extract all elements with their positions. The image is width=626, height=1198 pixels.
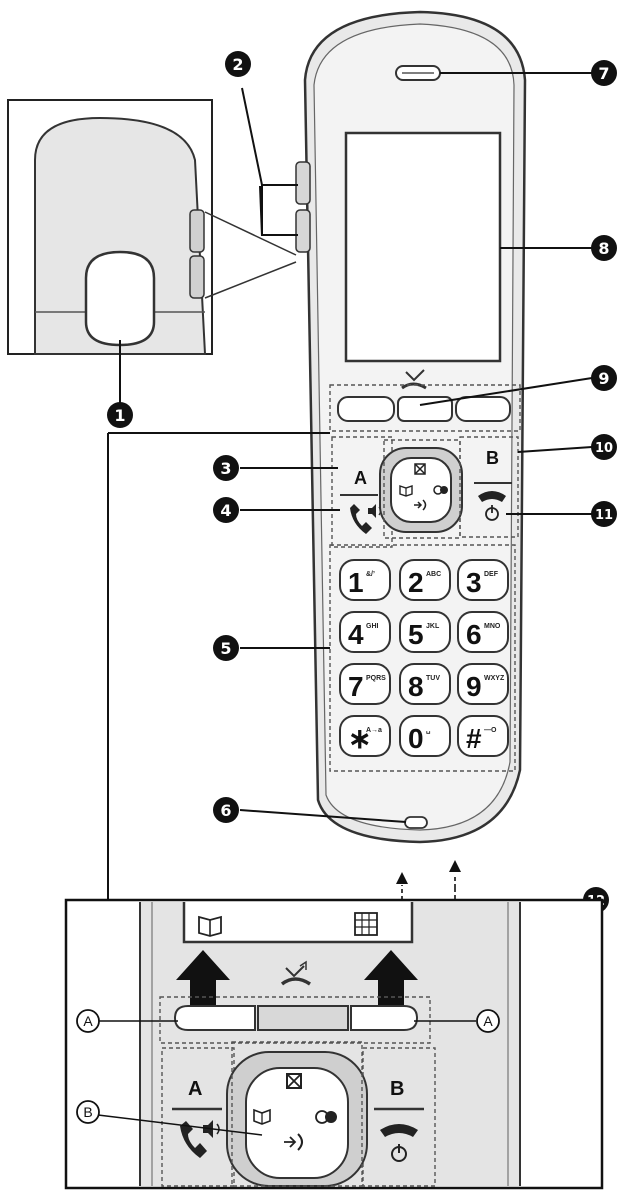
- handset-side-button-up: [295, 161, 311, 205]
- keypad-letters: DEF: [484, 571, 499, 578]
- callout-7: 7: [591, 60, 617, 86]
- zoom-inset: A B: [64, 898, 604, 1190]
- svg-text:4: 4: [220, 501, 231, 520]
- callout-1: 1: [107, 402, 133, 428]
- svg-text:7: 7: [598, 64, 609, 83]
- volume-icon: [414, 499, 427, 511]
- phonebook-icon: [198, 915, 222, 937]
- callout-8: 8: [591, 235, 617, 261]
- svg-text:3: 3: [220, 459, 231, 478]
- keypad-digit: 3: [466, 567, 482, 598]
- navigation-joystick: [379, 447, 463, 533]
- phonebook-icon: [399, 485, 413, 497]
- callout-6: 6: [213, 797, 239, 823]
- keypad-letters: —O: [484, 727, 497, 734]
- svg-text:6: 6: [220, 801, 231, 820]
- keypad-letters: GHI: [366, 623, 379, 630]
- svg-text:5: 5: [220, 639, 231, 658]
- off-power-icon: [380, 1124, 418, 1162]
- side-volume-up-button: [189, 209, 205, 253]
- phonebook-icon: [253, 1108, 271, 1125]
- keypad-digit: 6: [466, 619, 482, 650]
- keypad-digit: #: [466, 723, 482, 754]
- keypad-letters: ABC: [426, 571, 441, 578]
- soft-key-right: [455, 396, 511, 422]
- marker-b: B: [76, 1100, 100, 1124]
- call-log-icon: [433, 485, 448, 495]
- keypad-letters: A→a: [366, 727, 382, 734]
- redial-icon: [401, 369, 427, 390]
- keypad-key: 1&/’: [339, 559, 391, 601]
- mute-icon: [286, 1073, 302, 1089]
- display-screen: [344, 131, 502, 363]
- marker-a-left: A: [76, 1009, 100, 1033]
- svg-text:10: 10: [595, 441, 613, 456]
- keypad-letters: WXYZ: [484, 675, 505, 682]
- call-log-icon: [315, 1110, 337, 1124]
- leader-lines: [107, 72, 593, 900]
- callout-3: 3: [213, 455, 239, 481]
- microphone: [404, 816, 428, 829]
- callout-4: 4: [213, 497, 239, 523]
- keypad-letters: TUV: [426, 675, 440, 682]
- keypad-digit: 7: [348, 671, 364, 702]
- svg-text:A: A: [83, 1013, 93, 1029]
- keypad-digit: 0: [408, 723, 424, 754]
- keypad-digit: 4: [348, 619, 364, 650]
- side-volume-down-button: [189, 255, 205, 299]
- inset-line-b-label: B: [390, 1078, 404, 1100]
- side-detail: [7, 99, 297, 405]
- svg-text:8: 8: [598, 239, 609, 258]
- callout-2: 2: [225, 51, 251, 77]
- side-jack-cover: [84, 250, 156, 347]
- off-power-icon: [478, 491, 506, 521]
- svg-text:A: A: [483, 1013, 493, 1029]
- keypad-digit: 1: [348, 567, 364, 598]
- soft-key-left: [337, 396, 395, 422]
- menu-grid-icon: [354, 912, 378, 936]
- keypad-letters: &/’: [366, 571, 375, 578]
- line-a-key-label: A: [354, 468, 367, 488]
- keypad-digit: 5: [408, 619, 424, 650]
- keypad-key: #—O: [457, 715, 509, 757]
- keypad-key: ∗A→a: [339, 715, 391, 757]
- svg-text:1: 1: [114, 406, 125, 425]
- inset-line-a-label: A: [188, 1078, 202, 1100]
- keypad-letters: PQRS: [366, 675, 386, 682]
- svg-text:B: B: [83, 1104, 92, 1120]
- callout-11: 11: [591, 501, 617, 527]
- volume-icon: [284, 1133, 303, 1151]
- line-b-key-label: B: [486, 448, 499, 468]
- callout-5: 5: [213, 635, 239, 661]
- keypad-letters: MNO: [484, 623, 501, 630]
- handset-side-button-down: [295, 209, 311, 253]
- keypad-letters: ␣: [426, 727, 431, 734]
- keypad-digit: 9: [466, 671, 482, 702]
- keypad-digit: 8: [408, 671, 424, 702]
- keypad-digit: ∗: [348, 723, 371, 754]
- callout-10: 10: [591, 434, 617, 460]
- svg-text:9: 9: [598, 369, 609, 388]
- mute-icon: [414, 463, 426, 475]
- bottom-port-arrows: [396, 860, 580, 901]
- svg-text:11: 11: [595, 508, 613, 523]
- redial-icon: [280, 960, 311, 986]
- keypad-letters: JKL: [426, 623, 440, 630]
- keypad-digit: 2: [408, 567, 424, 598]
- marker-a-right: A: [476, 1009, 500, 1033]
- callout-9: 9: [591, 365, 617, 391]
- handset-body: A B: [295, 10, 527, 844]
- keypad-key: 0␣: [399, 715, 451, 757]
- svg-text:2: 2: [232, 55, 243, 74]
